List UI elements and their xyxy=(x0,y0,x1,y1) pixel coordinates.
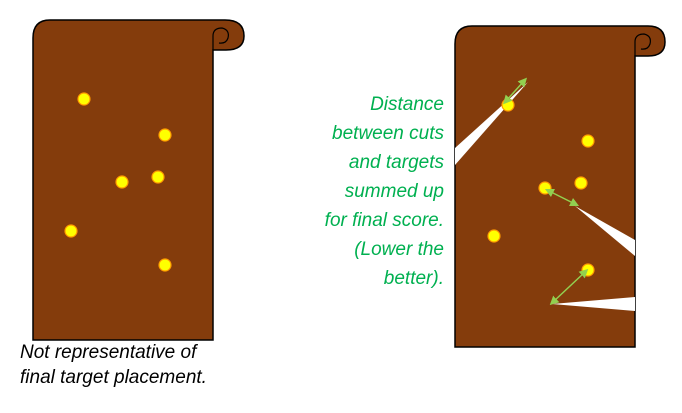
scoring-line: and targets xyxy=(348,152,444,173)
distance-arrow xyxy=(549,268,589,306)
scoring-line: (Lower the xyxy=(354,239,444,260)
cut-wedge xyxy=(575,206,635,256)
target-dot xyxy=(151,170,165,184)
target-dot xyxy=(581,263,595,277)
target-dot xyxy=(487,229,501,243)
distance-arrow xyxy=(502,77,528,105)
scoring-line: between cuts xyxy=(332,123,444,144)
scoring-line: summed up xyxy=(344,181,444,202)
target-dot xyxy=(158,258,172,272)
scoring-line: better). xyxy=(383,268,444,289)
right-scroll-curl xyxy=(634,33,651,56)
scoring-line: for final score. xyxy=(324,210,444,231)
left-scroll-body xyxy=(32,19,245,341)
distance-arrow xyxy=(544,188,580,207)
cut-wedge xyxy=(552,297,635,311)
target-dot xyxy=(115,175,129,189)
disclaimer-line: final target placement. xyxy=(20,367,207,388)
target-dot xyxy=(64,224,78,238)
target-dot xyxy=(77,92,91,106)
target-dot xyxy=(538,181,552,195)
scoring-line: Distance xyxy=(370,94,444,115)
target-dot xyxy=(158,128,172,142)
scoring-caption: Distance between cuts and targets summed… xyxy=(270,90,444,293)
disclaimer-line: Not representative of xyxy=(20,342,197,363)
target-dot xyxy=(581,134,595,148)
left-scroll-curl xyxy=(212,27,229,50)
right-scroll xyxy=(454,25,666,348)
target-dot xyxy=(574,176,588,190)
disclaimer-caption: Not representative of final target place… xyxy=(20,340,260,390)
left-scroll xyxy=(32,19,245,341)
target-dot xyxy=(501,98,515,112)
